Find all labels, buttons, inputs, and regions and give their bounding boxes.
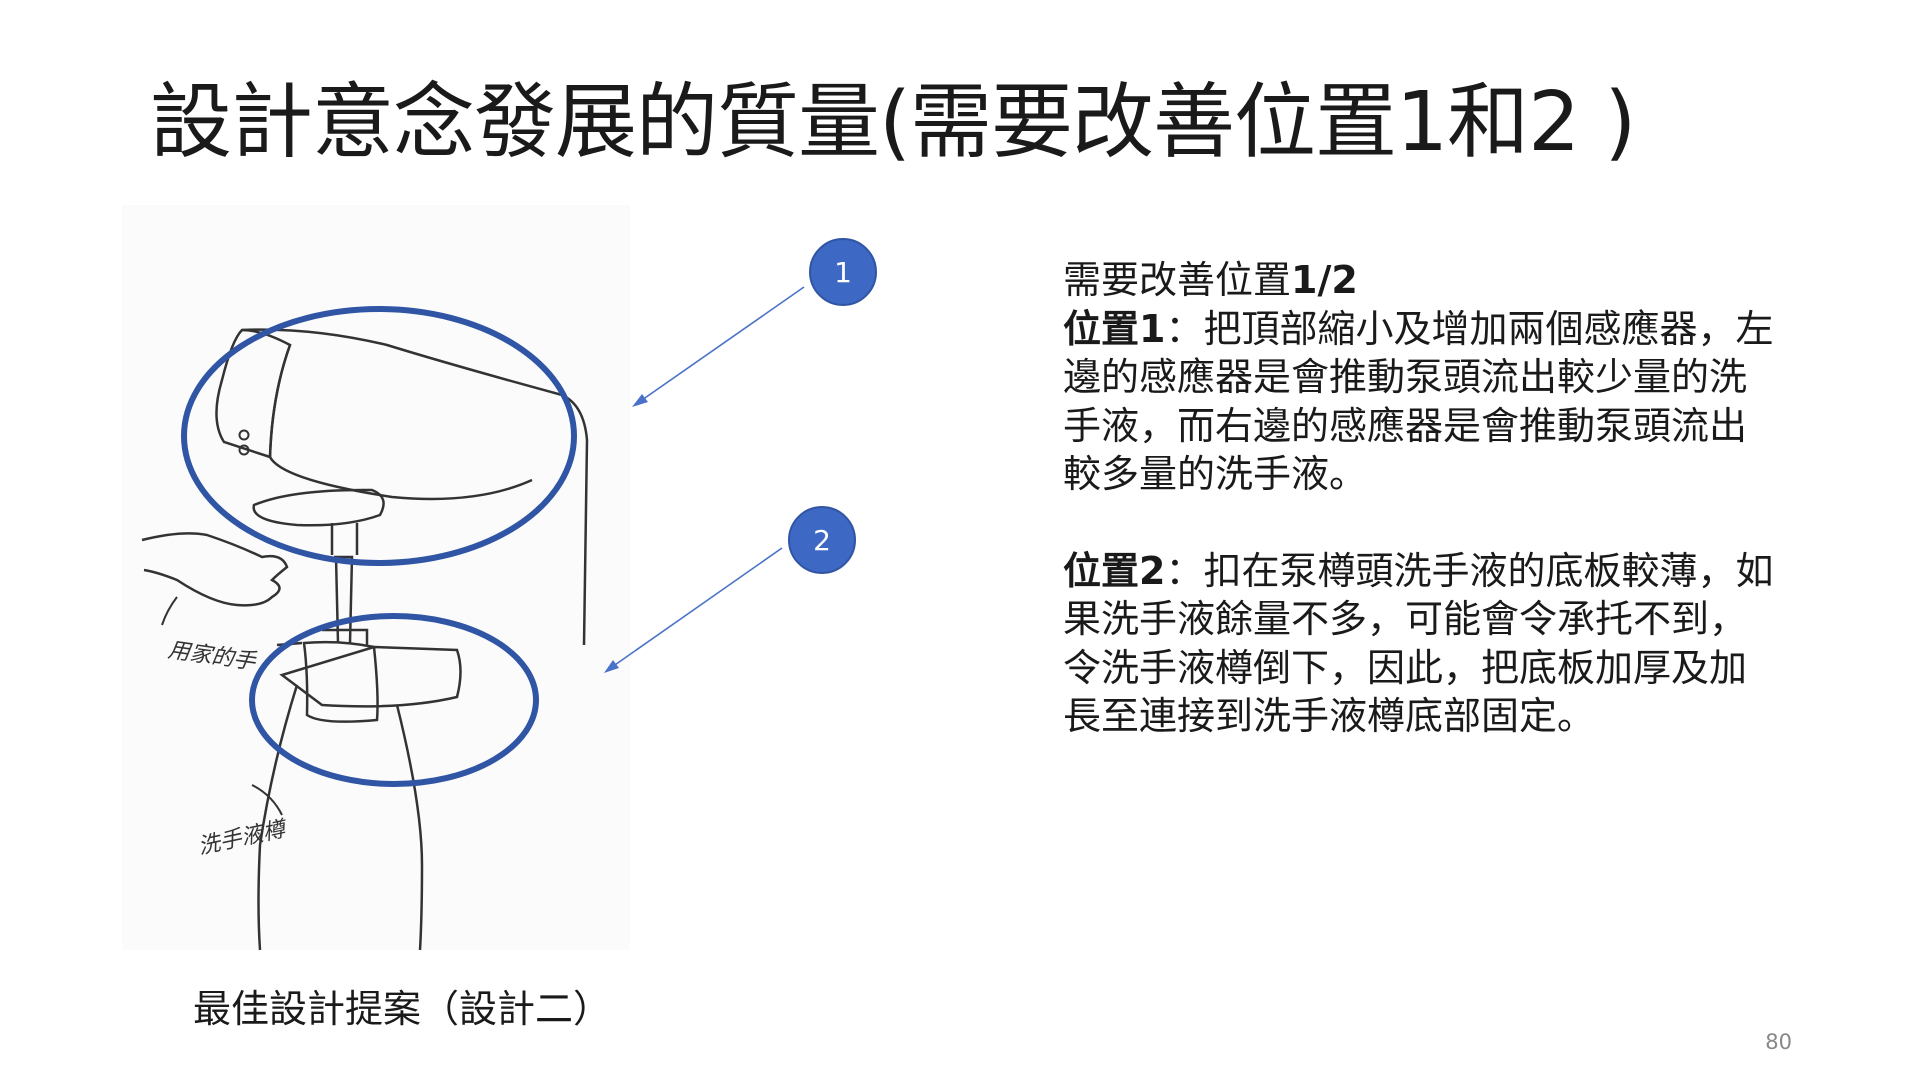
sensor-dot-right: [238, 444, 250, 456]
improvement-heading: 需要改善位置1/2: [1063, 256, 1783, 305]
sensor-dot-left: [238, 429, 250, 441]
arrow-2-line: [611, 547, 783, 668]
hand-label-leader: [161, 596, 178, 626]
improvement-description: 需要改善位置1/2 位置1：把頂部縮小及增加兩個感應器，左邊的感應器是會推動泵頭…: [1063, 256, 1783, 741]
heading-fraction: 1/2: [1291, 258, 1358, 302]
pump-top: [322, 628, 369, 645]
improvement-area-1-ring: [181, 306, 577, 566]
design-caption: 最佳設計提案（設計二）: [193, 987, 612, 1031]
user-hand: [141, 532, 289, 607]
point-1-text: ：把頂部縮小及增加兩個感應器，左邊的感應器是會推動泵頭流出較少量的洗手液，而右邊…: [1063, 306, 1774, 497]
marker-1: [809, 238, 877, 306]
improvement-area-2-ring: [249, 613, 539, 787]
improvement-point-1: 位置1：把頂部縮小及增加兩個感應器，左邊的感應器是會推動泵頭流出較少量的洗手液，…: [1063, 305, 1783, 499]
marker-2-label: 2: [813, 524, 831, 557]
marker-1-label: 1: [834, 256, 852, 289]
page-title: 設計意念發展的質量(需要改善位置1和2 ): [150, 75, 1636, 170]
pump-block: [302, 640, 379, 723]
dispenser-head-outline: [215, 328, 292, 459]
design-sketch: 1 2 用家的手 洗手液樽: [122, 205, 877, 951]
page-number: 80: [1765, 1030, 1792, 1054]
dispenser-back: [268, 344, 533, 501]
bottle-outline: [257, 684, 424, 951]
tank-label-leader: [251, 784, 283, 816]
dispenser-body-top: [241, 328, 589, 646]
paragraph-gap: [1063, 499, 1783, 547]
improvement-point-2: 位置2：扣在泵樽頭洗手液的底板較薄，如果洗手液餘量不多，可能會令承托不到，令洗手…: [1063, 547, 1783, 741]
arrow-1-line: [641, 286, 805, 401]
marker-2: [788, 506, 856, 574]
arrow-2-head: [604, 660, 619, 673]
point-1-label: 位置1: [1063, 306, 1166, 351]
point-2-text: ：扣在泵樽頭洗手液的底板較薄，如果洗手液餘量不多，可能會令承托不到，令洗手液樽倒…: [1063, 548, 1774, 739]
heading-text: 需要改善位置: [1063, 258, 1292, 302]
sketch-drawing: 1 2: [141, 238, 877, 951]
point-2-label: 位置2: [1063, 548, 1166, 593]
nozzle-tray: [252, 488, 385, 527]
nozzle-stem: [330, 523, 359, 644]
arrow-1-head: [632, 394, 648, 407]
